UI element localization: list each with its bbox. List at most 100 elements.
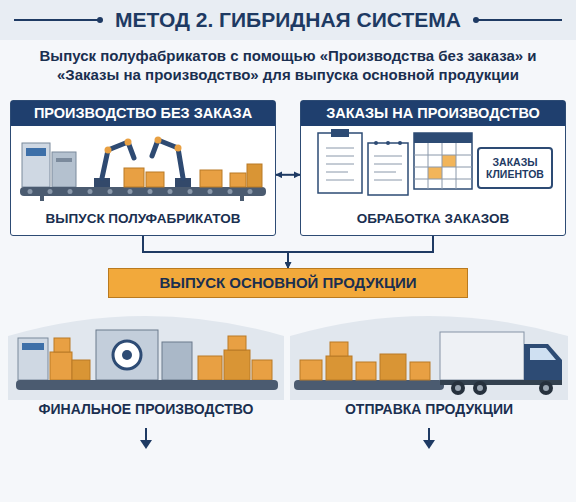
orders-illustration bbox=[326, 180, 354, 181]
factory-illustration bbox=[247, 164, 262, 187]
final-production-illustration bbox=[16, 330, 278, 390]
factory-illustration bbox=[125, 139, 132, 146]
result-band: ВЫПУСК ОСНОВНОЙ ПРОДУКЦИИ bbox=[108, 268, 468, 298]
orders-illustration bbox=[478, 148, 552, 188]
shipping-illustration bbox=[410, 362, 430, 380]
shipping-illustration bbox=[380, 354, 406, 380]
orders-illustration bbox=[414, 179, 472, 180]
panel-heading: ЗАКАЗЫ НА ПРОИЗВОДСТВО bbox=[301, 101, 565, 126]
factory-illustration bbox=[230, 173, 246, 187]
title-rule bbox=[473, 17, 479, 23]
orders-illustration bbox=[414, 133, 472, 143]
scene-panel: ОТПРАВКА ПРОДУКЦИИ bbox=[292, 312, 566, 422]
orders-illustration bbox=[326, 164, 354, 165]
factory-illustration bbox=[155, 137, 162, 144]
factory-illustration bbox=[240, 196, 244, 201]
factory-illustration bbox=[228, 189, 233, 194]
factory-illustration bbox=[52, 152, 76, 187]
down-arrow bbox=[140, 440, 152, 449]
orders-illustration bbox=[374, 156, 402, 157]
shipping-illustration bbox=[356, 362, 376, 380]
panel-caption: ВЫПУСК ПОЛУФАБРИКАТОВ bbox=[11, 211, 275, 235]
factory-illustration bbox=[188, 189, 193, 194]
orders-illustration bbox=[442, 143, 443, 189]
orders-illustration bbox=[326, 148, 354, 149]
title-rule bbox=[14, 19, 100, 21]
panel-fill bbox=[300, 100, 566, 236]
backdrop-arch bbox=[8, 316, 284, 400]
orders-illustration bbox=[428, 143, 429, 189]
title-rule bbox=[97, 17, 103, 23]
orders-illustration bbox=[386, 141, 390, 145]
shipping-illustration bbox=[543, 385, 549, 391]
orders-illustration bbox=[318, 129, 552, 195]
orders-illustration bbox=[456, 143, 457, 189]
final-production-illustration bbox=[198, 356, 222, 380]
orders-illustration bbox=[414, 167, 472, 168]
shipping-illustration bbox=[294, 380, 444, 390]
factory-illustration bbox=[88, 189, 93, 194]
scene-caption: ФИНАЛЬНОЕ ПРОИЗВОДСТВО bbox=[10, 401, 282, 422]
sign-text: ЗАКАЗЫ КЛИЕНТОВ bbox=[478, 148, 552, 188]
factory-illustration bbox=[28, 189, 33, 194]
orders-illustration bbox=[414, 155, 472, 156]
shipping-illustration bbox=[440, 332, 524, 380]
factory-illustration bbox=[48, 189, 53, 194]
panel-heading: ПРОИЗВОДСТВО БЕЗ ЗАКАЗА bbox=[11, 101, 275, 126]
factory-illustration bbox=[146, 172, 164, 187]
shipping-illustration bbox=[477, 385, 483, 391]
panel-fill bbox=[10, 100, 276, 236]
orders-illustration bbox=[374, 141, 378, 145]
factory-illustration bbox=[128, 189, 133, 194]
flow-arrow bbox=[288, 236, 433, 268]
shipping-illustration bbox=[451, 381, 465, 395]
scene-caption: ОТПРАВКА ПРОДУКЦИИ bbox=[292, 401, 566, 422]
factory-illustration bbox=[168, 189, 173, 194]
factory-illustration bbox=[22, 143, 50, 187]
factory-illustration bbox=[124, 168, 144, 187]
shipping-illustration bbox=[300, 360, 322, 380]
factory-illustration bbox=[105, 147, 112, 154]
down-arrow bbox=[145, 428, 147, 442]
flow-arrow bbox=[276, 174, 300, 176]
subtitle-text: Выпуск полуфабрикатов с помощью «Произво… bbox=[18, 46, 558, 84]
shipping-illustration bbox=[455, 385, 461, 391]
process-panel: ПРОИЗВОДСТВО БЕЗ ЗАКАЗА ВЫПУСК ПОЛУФАБРИК… bbox=[10, 100, 276, 236]
orders-illustration bbox=[331, 129, 349, 137]
factory-illustration bbox=[248, 189, 253, 194]
shipping-illustration bbox=[473, 381, 487, 395]
final-production-illustration bbox=[96, 330, 158, 380]
factory-illustration bbox=[175, 145, 182, 152]
orders-illustration bbox=[414, 133, 472, 189]
shipping-illustration bbox=[294, 332, 562, 395]
down-arrow bbox=[428, 428, 430, 442]
orders-illustration bbox=[442, 155, 456, 167]
orders-illustration bbox=[374, 172, 396, 173]
title-strip bbox=[0, 0, 576, 40]
backdrop-arch bbox=[8, 316, 568, 400]
factory-illustration bbox=[20, 137, 266, 202]
panel-caption: ОБРАБОТКА ЗАКАЗОВ bbox=[301, 211, 565, 235]
band-text: ВЫПУСК ОСНОВНОЙ ПРОДУКЦИИ bbox=[150, 274, 427, 292]
final-production-illustration bbox=[162, 342, 192, 380]
shipping-illustration bbox=[539, 381, 553, 395]
final-production-illustration bbox=[54, 338, 70, 352]
final-production-illustration bbox=[18, 338, 48, 380]
final-production-illustration bbox=[113, 341, 141, 369]
process-panel: ЗАКАЗЫ НА ПРОИЗВОДСТВО ОБРАБОТКА ЗАКАЗОВ bbox=[300, 100, 566, 236]
shipping-illustration bbox=[330, 342, 348, 356]
shipping-illustration bbox=[530, 348, 556, 360]
orders-illustration bbox=[374, 180, 402, 181]
flow-arrow bbox=[143, 236, 288, 268]
final-production-illustration bbox=[122, 350, 132, 360]
backdrop-arch bbox=[290, 316, 568, 400]
orders-illustration bbox=[428, 167, 442, 179]
final-production-illustration bbox=[16, 380, 278, 390]
orders-illustration bbox=[326, 172, 348, 173]
final-production-illustration bbox=[252, 360, 272, 380]
orders-illustration bbox=[368, 143, 408, 195]
orders-illustration bbox=[326, 156, 354, 157]
factory-illustration bbox=[40, 196, 44, 201]
